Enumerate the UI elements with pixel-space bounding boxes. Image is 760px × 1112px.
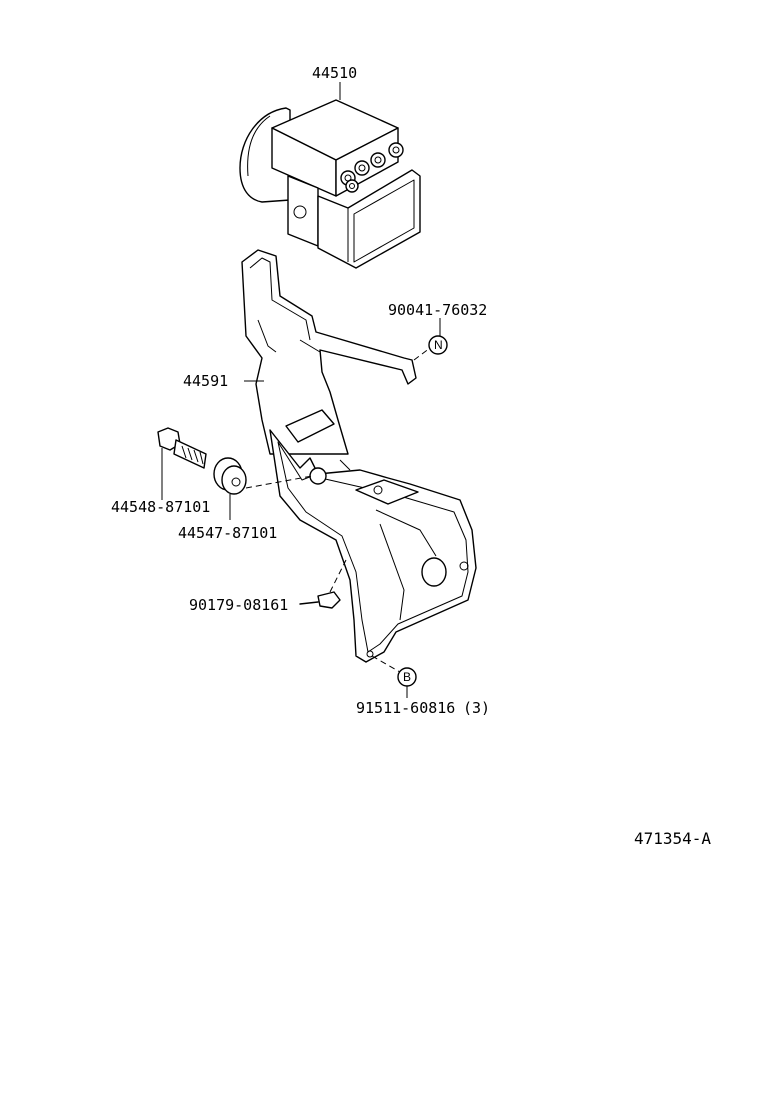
- bolt-drawing: [157, 427, 207, 500]
- pipe-ports: [340, 142, 404, 193]
- marker-n-drawing: [413, 318, 448, 361]
- marker-n-label: N: [434, 338, 443, 352]
- diagram-reference: 471354-A: [634, 829, 711, 848]
- label-bolt-b: 91511-60816: [356, 699, 455, 717]
- label-bolt: 44548-87101: [111, 498, 210, 516]
- clip-drawing: [299, 559, 347, 609]
- label-clip: 90179-08161: [189, 596, 288, 614]
- label-actuator: 44510: [312, 64, 357, 82]
- label-bracket: 44591: [183, 372, 228, 390]
- label-bolt-n: 90041-76032: [388, 301, 487, 319]
- marker-b-drawing: [371, 655, 417, 698]
- label-bolt-b-qty: (3): [463, 699, 490, 717]
- cushion-drawing: [213, 457, 313, 520]
- bracket-drawing: [241, 249, 477, 663]
- label-cushion: 44547-87101: [178, 524, 277, 542]
- actuator-drawing: [239, 82, 421, 269]
- marker-b-label: B: [403, 670, 411, 684]
